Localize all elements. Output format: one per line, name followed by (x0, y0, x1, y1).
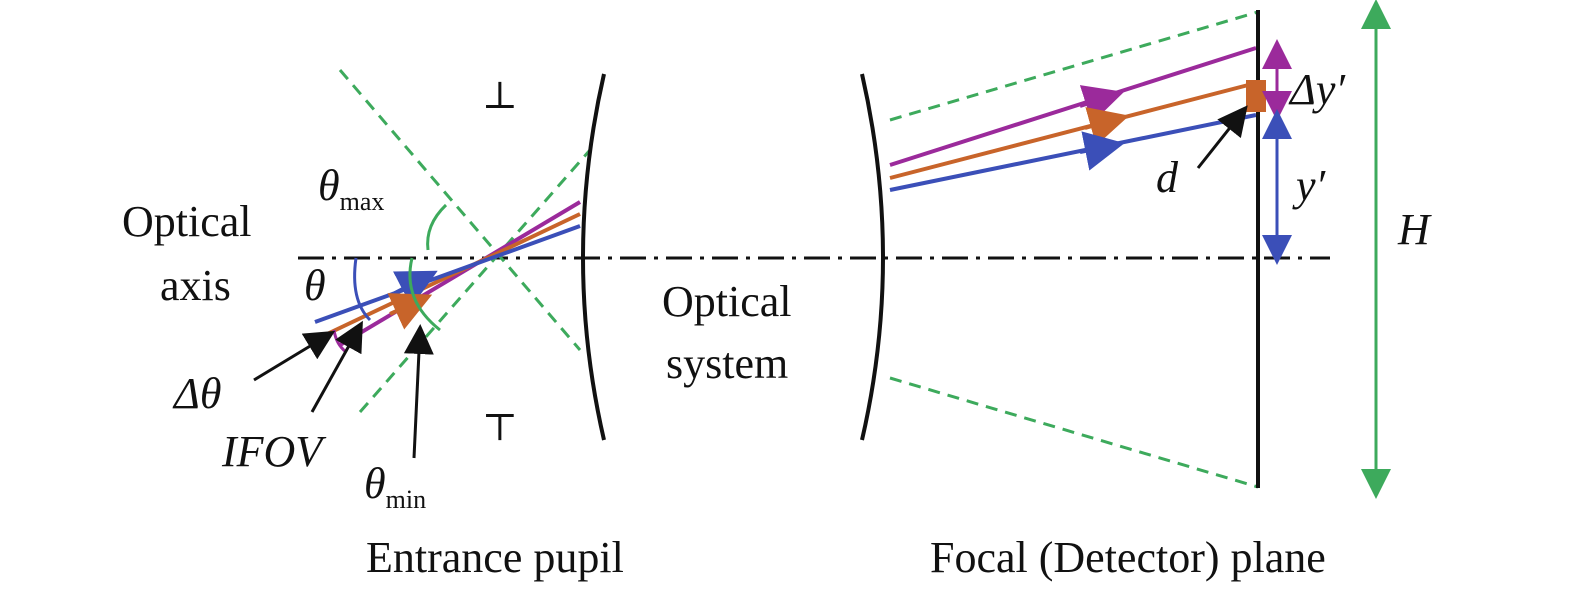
optical-system-left-bracket (581, 73, 606, 441)
theta-max-arc (426, 203, 448, 251)
optical-axis-label-line1: Optical (122, 197, 252, 246)
focal-plane-label: Focal (Detector) plane (930, 533, 1326, 582)
entrance-pupil-label: Entrance pupil (366, 533, 624, 582)
delta-y-prime-label: Δy′ (1288, 65, 1346, 114)
ray-blue-arrowhead (1079, 131, 1125, 171)
field-line-lower-right (889, 376, 1259, 489)
field-line-lower-left (358, 149, 592, 413)
field-line-upper-right (889, 10, 1259, 122)
pupil-bottom-mark: ⊤ (482, 407, 518, 449)
delta-theta-pointer (253, 330, 336, 382)
ray-magenta-right (889, 46, 1257, 167)
ray-blue-right (889, 113, 1257, 192)
theta-max-label: θmax (318, 161, 384, 216)
ray-magenta-left (338, 200, 582, 347)
h-label: H (1397, 205, 1432, 254)
ifov-pointer (310, 320, 363, 413)
ray-magenta-arrowhead (1079, 85, 1125, 124)
theta-min-label: θmin (364, 459, 426, 514)
ifov-label: IFOV (221, 427, 327, 476)
theta-min-pointer (403, 324, 434, 459)
ray-orange-left (324, 212, 581, 337)
ray-blue-arrowhead-left (393, 270, 438, 307)
optical-system-label-line2: system (666, 339, 788, 388)
ray-orange-arrowhead (1084, 107, 1130, 146)
theta-arc (353, 257, 372, 322)
y-prime-label: y′ (1292, 161, 1327, 210)
d-pointer-arrow (1196, 105, 1248, 169)
delta-theta-label: Δθ (172, 369, 221, 418)
d-label: d (1156, 153, 1179, 202)
optical-axis-label-line2: axis (160, 261, 231, 310)
ray-orange-arrowhead-left (387, 293, 433, 330)
field-line-upper-left (338, 69, 582, 351)
theta-label: θ (304, 261, 326, 310)
ray-orange-right (889, 81, 1257, 180)
theta-min-arc (408, 257, 441, 332)
optical-system-label-line1: Optical (662, 277, 792, 326)
pupil-top-mark: ⊥ (482, 75, 518, 117)
optical-system-right-bracket (860, 73, 885, 441)
detector-pixel (1246, 80, 1266, 112)
